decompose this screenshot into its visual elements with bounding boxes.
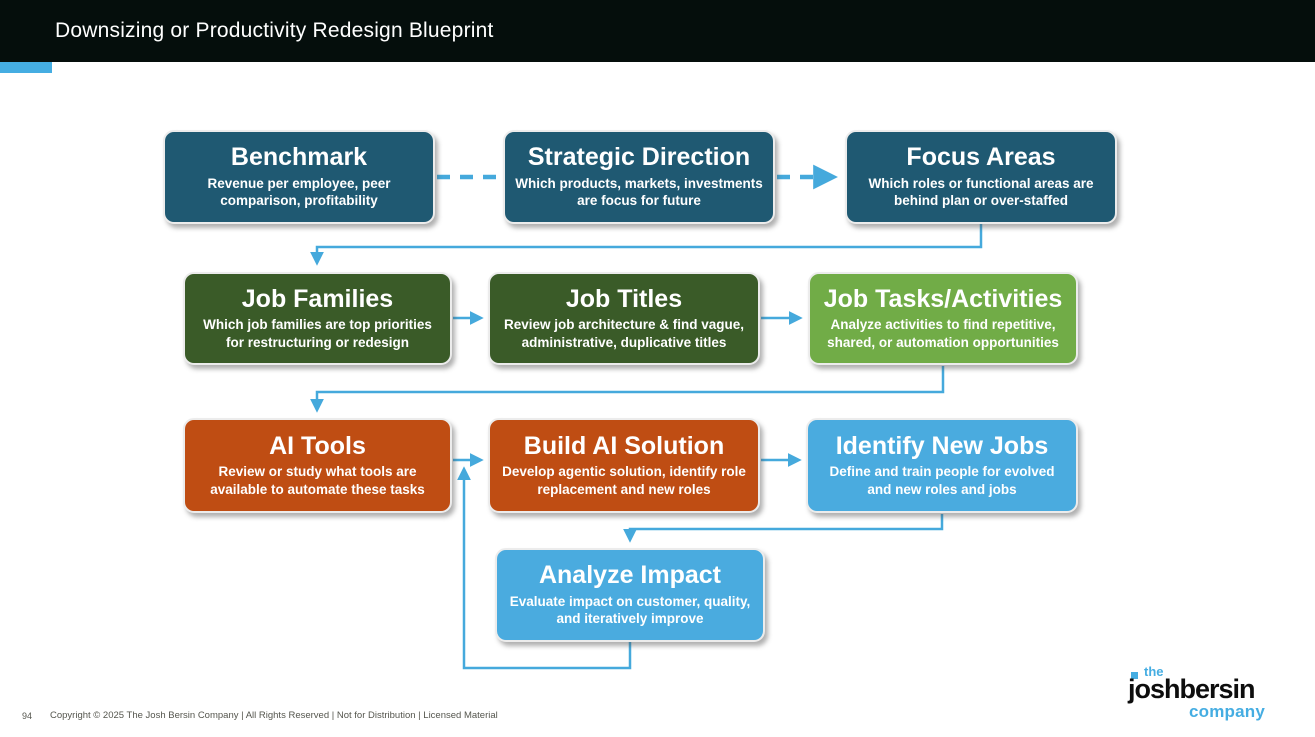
node-job-tasks-activities: Job Tasks/Activities Analyze activities … [808, 272, 1078, 365]
node-build-ai-solution: Build AI Solution Develop agentic soluti… [488, 418, 760, 513]
slide-title: Downsizing or Productivity Redesign Blue… [55, 19, 494, 42]
node-subtitle: Develop agentic solution, identify role … [502, 464, 746, 497]
node-subtitle: Revenue per employee, peer comparison, p… [207, 175, 391, 209]
node-title: Focus Areas [906, 143, 1056, 172]
node-job-titles: Job Titles Review job architecture & fin… [488, 272, 760, 365]
node-strategic-direction: Strategic Direction Which products, mark… [503, 130, 775, 224]
edge-identify-analyze [623, 514, 944, 543]
slide-footer: 94 Copyright © 2025 The Josh Bersin Comp… [0, 708, 1315, 728]
edge-jobtasks-aitools [310, 366, 945, 413]
title-bar: Downsizing or Productivity Redesign Blue… [0, 0, 1315, 62]
edge-focus-jobfamilies [310, 224, 983, 266]
node-title: Build AI Solution [523, 431, 725, 460]
node-ai-tools: AI Tools Review or study what tools are … [183, 418, 452, 513]
logo-dot [1131, 672, 1138, 679]
node-title: Analyze Impact [538, 561, 721, 590]
node-benchmark: Benchmark Revenue per employee, peer com… [163, 130, 435, 224]
node-title: Strategic Direction [527, 143, 751, 172]
node-title: AI Tools [269, 431, 366, 460]
logo-company: company [1188, 702, 1265, 721]
node-subtitle: Define and train people for evolved and … [829, 464, 1055, 497]
node-subtitle: Review job architecture & find vague, ad… [503, 317, 745, 350]
copyright-text: Copyright © 2025 The Josh Bersin Company… [50, 710, 498, 721]
accent-bar [0, 62, 52, 73]
node-title: Identify New Jobs [835, 431, 1049, 460]
page-number: 94 [22, 711, 33, 721]
logo-joshbersin: joshbersin [1128, 674, 1256, 704]
node-title: Job Families [241, 284, 394, 313]
node-analyze-impact: Analyze Impact Evaluate impact on custom… [495, 548, 765, 642]
node-title: Benchmark [230, 143, 368, 172]
node-subtitle: Review or study what tools are available… [210, 464, 425, 497]
node-job-families: Job Families Which job families are top … [183, 272, 452, 365]
node-subtitle: Which products, markets, investments are… [515, 175, 763, 209]
logo-the: the [1144, 664, 1164, 679]
node-title: Job Tasks/Activities [823, 284, 1063, 313]
node-subtitle: Which job families are top priorities fo… [203, 317, 432, 350]
node-subtitle: Evaluate impact on customer, quality, an… [509, 593, 751, 627]
node-focus-areas: Focus Areas Which roles or functional ar… [845, 130, 1117, 224]
node-subtitle: Which roles or functional areas are behi… [868, 175, 1094, 209]
node-subtitle: Analyze activities to find repetitive, s… [827, 317, 1059, 350]
node-title: Job Titles [565, 284, 683, 313]
node-identify-new-jobs: Identify New Jobs Define and train peopl… [806, 418, 1078, 513]
